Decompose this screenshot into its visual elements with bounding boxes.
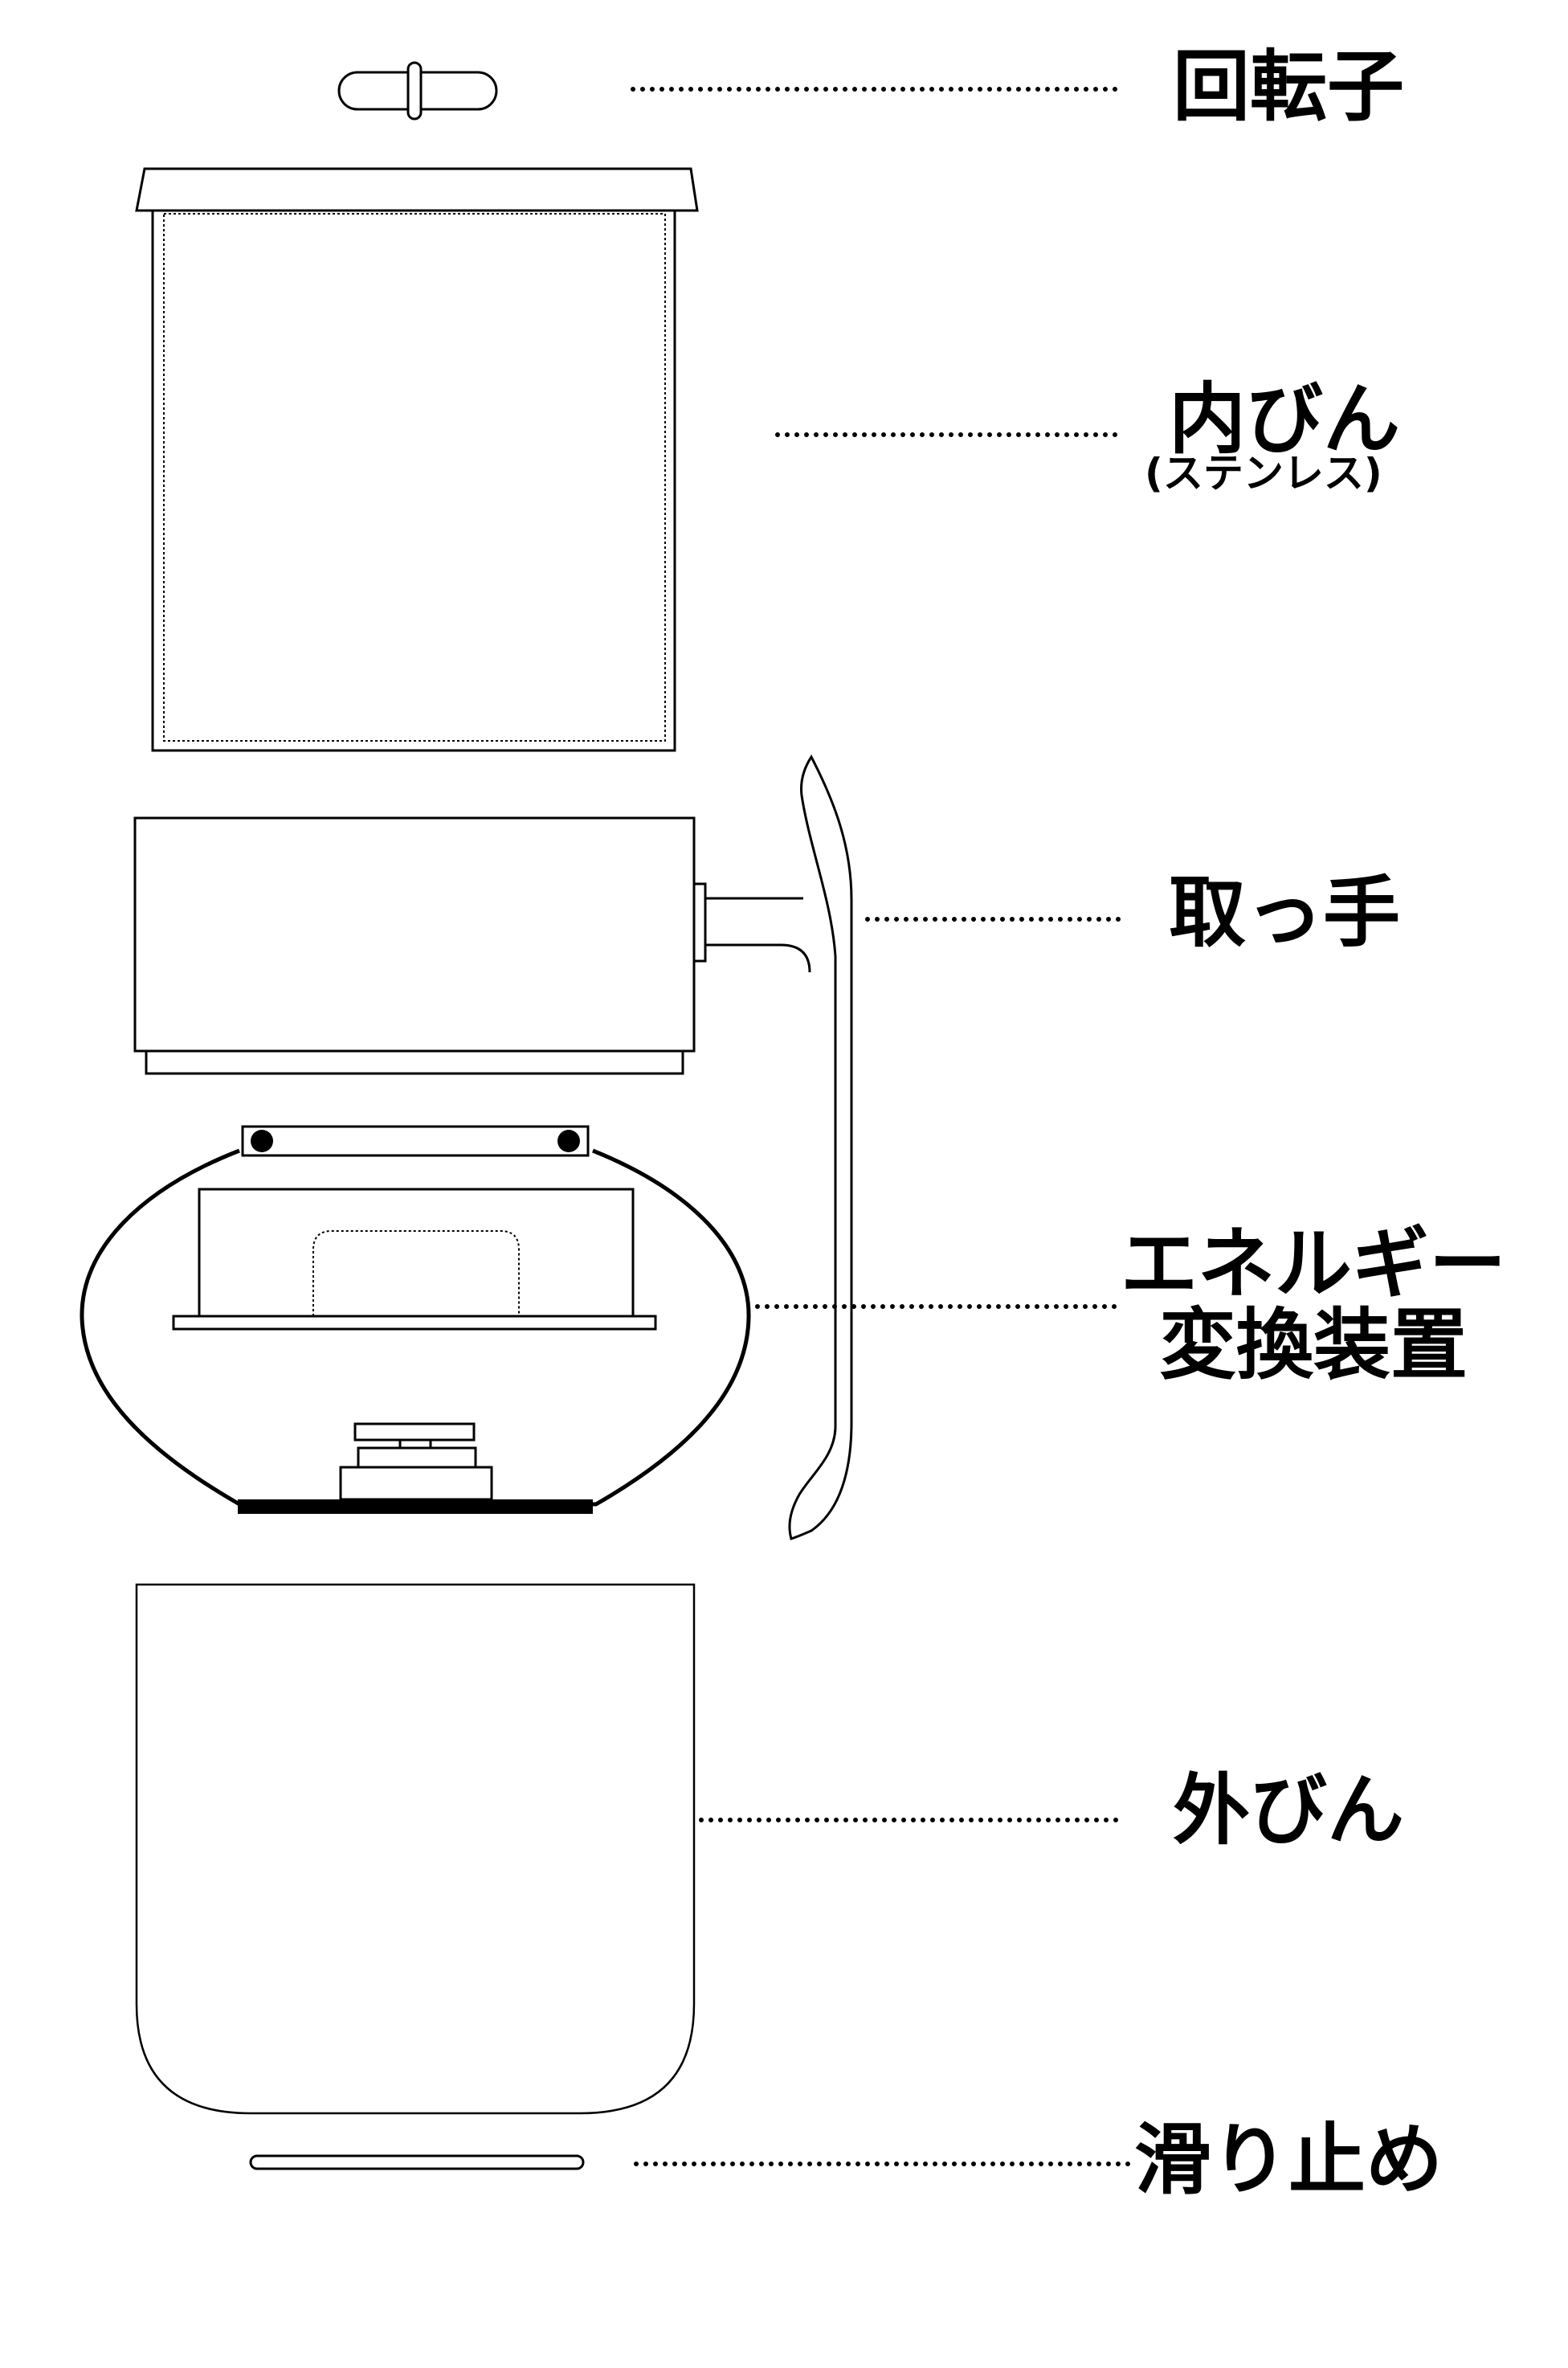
inner-bottle-label: 内びん: [1169, 374, 1400, 464]
handle-part: [788, 755, 853, 1540]
inner-bottle-note-label: (ステンレス): [1145, 450, 1382, 497]
energy-device-part: [80, 1125, 751, 1514]
outer-bottle-label: 外びん: [1173, 1765, 1404, 1855]
energy-device-label-line1: エネルギー: [1121, 1219, 1506, 1309]
rotor-label: 回転子: [1173, 42, 1404, 132]
rotor-part: [337, 61, 498, 121]
handle-label: 取っ手: [1169, 868, 1400, 958]
body-part: [133, 816, 811, 1075]
inner-bottle-part: [135, 167, 699, 752]
outer-bottle-part: [135, 1583, 696, 2115]
energy-device-label-line2: 変換装置: [1159, 1300, 1468, 1390]
non-slip-label: 滑り止め: [1134, 2115, 1443, 2205]
non-slip-pad-part: [249, 2154, 585, 2170]
